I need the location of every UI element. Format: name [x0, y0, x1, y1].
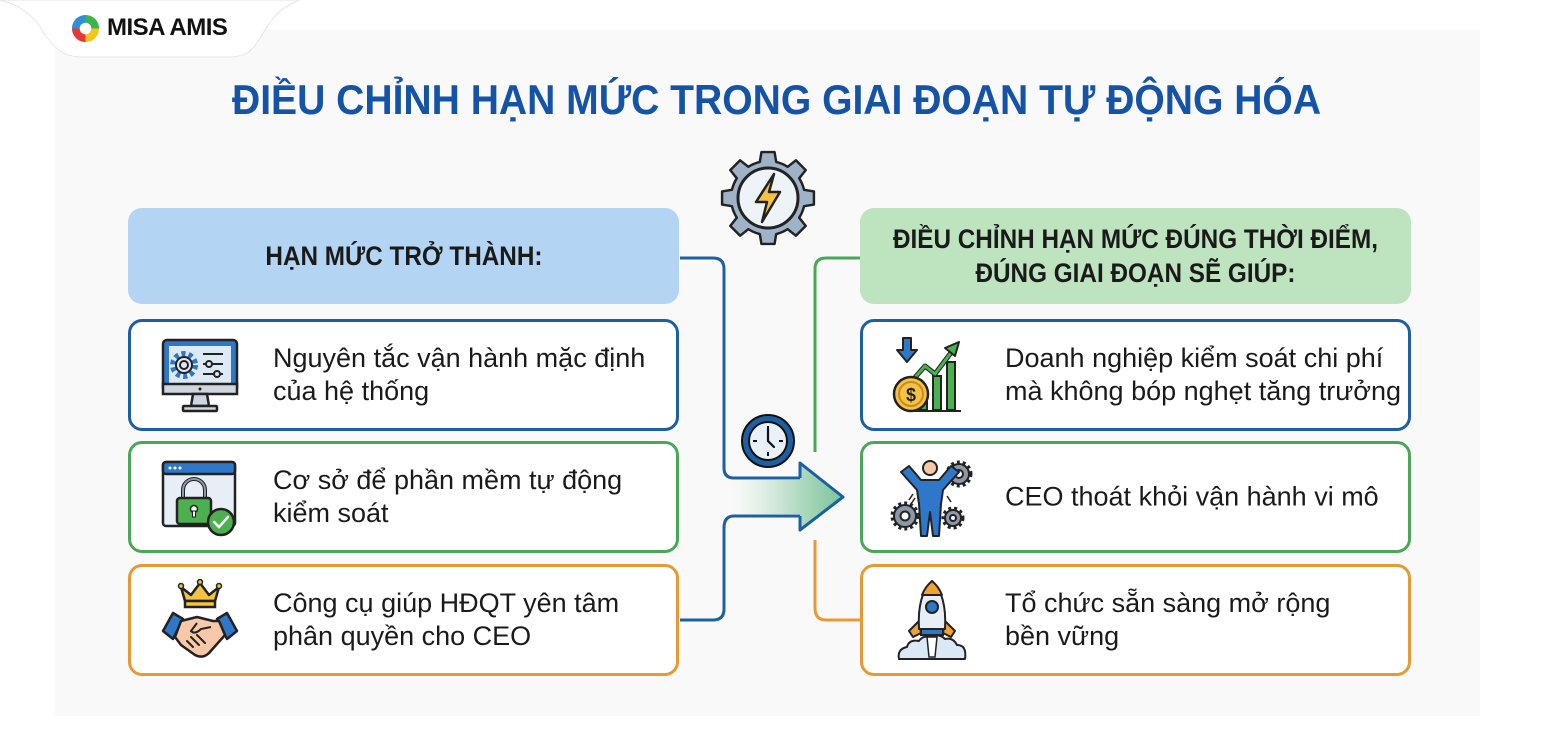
cost-growth-chart-icon: $: [892, 337, 961, 413]
brand-logo-tab: MISA AMIS: [0, 0, 300, 58]
rocket-launch-icon: [897, 580, 967, 660]
person-gears-icon: [890, 460, 973, 537]
monitor-settings-icon: [161, 338, 239, 413]
right-card-text-1: Doanh nghiệp kiểm soát chi phí mà không …: [1005, 343, 1402, 406]
logo-tab-background: [0, 0, 300, 58]
brand-name: MISA AMIS: [107, 14, 228, 41]
right-card-sustainable-growth: Tổ chức sẵn sàng mở rộng bền vững: [860, 564, 1411, 676]
left-column-header: HẠN MỨC TRỞ THÀNH:: [128, 208, 679, 304]
handshake-crown-icon: [161, 579, 239, 658]
right-card-ceo-freedom: CEO thoát khỏi vận hành vi mô: [860, 441, 1411, 553]
page-title: ĐIỀU CHỈNH HẠN MỨC TRONG GIAI ĐOẠN TỰ ĐỘ…: [231, 76, 1322, 123]
right-arrow-icon: [734, 461, 845, 532]
gear-lightning-icon: [720, 150, 816, 246]
left-card-text-2: Cơ sở để phần mềm tự động kiểm soát: [273, 465, 623, 528]
right-header-text: ĐIỀU CHỈNH HẠN MỨC ĐÚNG THỜI ĐIỂM, ĐÚNG …: [892, 224, 1379, 288]
left-header-text: HẠN MỨC TRỞ THÀNH:: [264, 241, 543, 271]
clock-icon: [741, 414, 795, 468]
right-card-text-3: Tổ chức sẵn sàng mở rộng bền vững: [1005, 588, 1331, 651]
left-card-board-delegation: Công cụ giúp HĐQT yên tâm phân quyền cho…: [128, 564, 679, 676]
left-card-text-1: Nguyên tắc vận hành mặc định của hệ thốn…: [273, 343, 646, 406]
misa-logo-icon: [71, 14, 100, 43]
window-lock-check-icon: [161, 460, 237, 537]
right-card-text-2: CEO thoát khỏi vận hành vi mô: [1005, 481, 1379, 512]
right-card-cost-control: $ Doanh nghiệp kiểm soát chi phí mà khôn…: [860, 319, 1411, 431]
left-card-auto-control: Cơ sở để phần mềm tự động kiểm soát: [128, 441, 679, 553]
right-column-header: ĐIỀU CHỈNH HẠN MỨC ĐÚNG THỜI ĐIỂM, ĐÚNG …: [860, 208, 1411, 304]
svg-text:$: $: [906, 385, 916, 405]
left-card-text-3: Công cụ giúp HĐQT yên tâm phân quyền cho…: [273, 588, 620, 651]
left-card-default-rules: Nguyên tắc vận hành mặc định của hệ thốn…: [128, 319, 679, 431]
